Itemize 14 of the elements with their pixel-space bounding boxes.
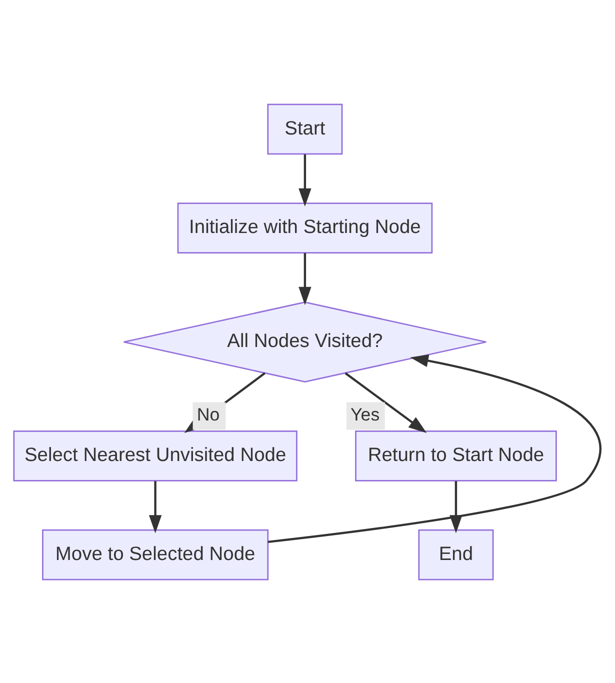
arrow bbox=[298, 154, 312, 206]
arrow bbox=[268, 354, 601, 543]
node-box: End bbox=[418, 528, 494, 580]
node-box: Start bbox=[267, 103, 343, 154]
edge-label: Yes bbox=[350, 404, 380, 424]
node-box: Select Nearest Unvisited Node bbox=[13, 430, 298, 481]
arrow bbox=[298, 252, 312, 305]
arrow bbox=[450, 480, 462, 533]
node-box: Initialize with Starting Node bbox=[177, 202, 433, 253]
arrow bbox=[148, 480, 162, 533]
node-diamond: All Nodes Visited? bbox=[123, 300, 487, 382]
node-box: Return to Start Node bbox=[355, 430, 557, 481]
node-box: Move to Selected Node bbox=[42, 528, 269, 580]
edge-label: No bbox=[196, 404, 220, 424]
